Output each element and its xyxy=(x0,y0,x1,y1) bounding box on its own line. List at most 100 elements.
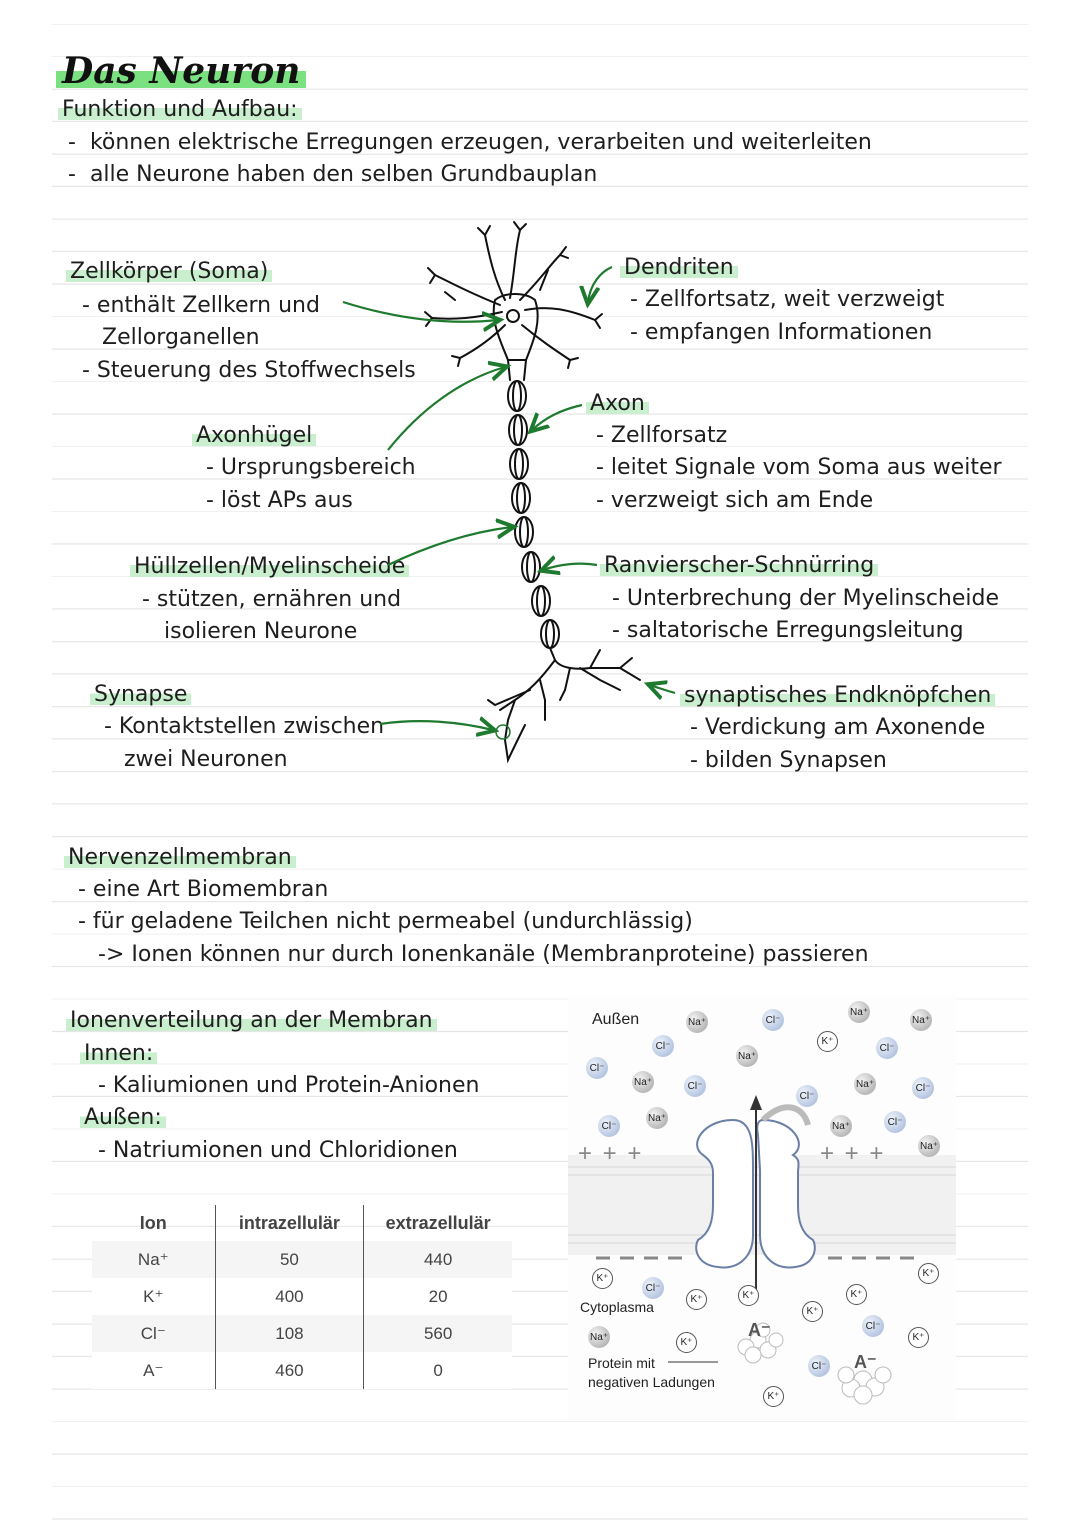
axonhuegel-heading: Axonhügel xyxy=(192,421,317,451)
label-arrows xyxy=(342,265,676,730)
axon-heading: Axon xyxy=(586,389,649,419)
synapse-heading: Synapse xyxy=(90,680,192,710)
table-cell: 560 xyxy=(363,1315,512,1352)
table-cell: Na⁺ xyxy=(137,1249,169,1269)
table-cell: 440 xyxy=(363,1241,512,1278)
aussen-item: - Natriumionen und Chloridionen xyxy=(98,1138,458,1163)
chloride-ion-icon: Cl⁻ xyxy=(586,1057,608,1079)
funktion-bullet-2: - alle Neurone haben den selben Grundbau… xyxy=(68,162,598,187)
sodium-ion-icon: Na⁺ xyxy=(918,1135,940,1157)
chloride-ion-icon: Cl⁻ xyxy=(876,1037,898,1059)
potassium-ion-icon: K⁺ xyxy=(686,1289,707,1310)
membrane-drawing xyxy=(568,1095,956,1405)
funktion-heading: Funktion und Aufbau: xyxy=(58,95,302,125)
table-cell: A⁻ xyxy=(143,1360,164,1380)
table-cell: K⁺ xyxy=(143,1286,164,1306)
membran-line-3: -> Ionen können nur durch Ionenkanäle (M… xyxy=(98,942,869,967)
dendriten-line-2: - empfangen Informationen xyxy=(630,320,933,345)
plus-signs-right: + + + xyxy=(820,1140,886,1167)
funktion-bullet-1: - können elektrische Erregungen erzeugen… xyxy=(68,130,872,155)
innen-label: Innen: xyxy=(80,1039,158,1069)
sodium-ion-icon: Na⁺ xyxy=(848,1001,870,1023)
sodium-ion-icon: Na⁺ xyxy=(632,1071,654,1093)
table-cell: 0 xyxy=(363,1352,512,1389)
potassium-ion-icon: K⁺ xyxy=(592,1268,613,1289)
zellkoerper-line-3: - Steuerung des Stoffwechsels xyxy=(82,358,416,383)
table-cell: 50 xyxy=(214,1241,364,1278)
synapse-line-2: zwei Neuronen xyxy=(124,747,288,772)
sodium-ion-icon: Na⁺ xyxy=(736,1045,758,1067)
sodium-ion-icon: Na⁺ xyxy=(830,1115,852,1137)
sodium-ion-icon: Na⁺ xyxy=(646,1107,668,1129)
ranvier-line-2: - saltatorische Erregungsleitung xyxy=(612,618,964,643)
plus-signs-left: + + + xyxy=(578,1140,644,1167)
table-header: intrazellulär xyxy=(214,1205,364,1241)
huellzellen-heading: Hüllzellen/Myelinscheide xyxy=(130,552,410,582)
axonhuegel-line-2: - löst APs aus xyxy=(206,488,353,513)
outside-label: Außen xyxy=(592,1011,640,1028)
zellkoerper-line-2: Zellorganellen xyxy=(102,325,260,350)
zellkoerper-line-1: - enthält Zellkern und xyxy=(82,293,320,318)
sodium-ion-icon: Na⁺ xyxy=(686,1011,708,1033)
axon-line-3: - verzweigt sich am Ende xyxy=(596,488,874,513)
zellkoerper-heading: Zellkörper (Soma) xyxy=(66,257,273,287)
innen-item: - Kaliumionen und Protein-Anionen xyxy=(98,1073,480,1098)
ionen-heading: Ionenverteilung an der Membran xyxy=(66,1006,437,1036)
protein-label-1: Protein mit xyxy=(588,1355,655,1371)
membran-heading: Nervenzellmembran xyxy=(64,843,296,873)
membrane-figure: Außen + + + + + + Cytoplasma Protein mit… xyxy=(568,995,956,1420)
endknoepfchen-line-2: - bilden Synapsen xyxy=(690,748,887,773)
dendriten-heading: Dendriten xyxy=(620,253,738,283)
chloride-ion-icon: Cl⁻ xyxy=(598,1115,620,1137)
table-row: K⁺ 400 20 xyxy=(92,1278,512,1315)
potassium-ion-icon: K⁺ xyxy=(908,1327,929,1348)
chloride-ion-icon: Cl⁻ xyxy=(808,1355,830,1377)
axon-line-2: - leitet Signale vom Soma aus weiter xyxy=(596,455,1002,480)
table-row: Na⁺ 50 440 xyxy=(92,1241,512,1278)
potassium-ion-icon: K⁺ xyxy=(738,1285,759,1306)
dendriten-line-1: - Zellfortsatz, weit verzweigt xyxy=(630,287,945,312)
axonhuegel-line-1: - Ursprungsbereich xyxy=(206,455,416,480)
chloride-ion-icon: Cl⁻ xyxy=(642,1277,664,1299)
table-row: Cl⁻ 108 560 xyxy=(92,1315,512,1352)
table-cell: Cl⁻ xyxy=(140,1323,166,1343)
sodium-ion-icon: Na⁺ xyxy=(910,1009,932,1031)
sodium-ion-icon: Na⁺ xyxy=(854,1073,876,1095)
ranvier-heading: Ranvierscher-Schnürring xyxy=(600,551,879,581)
neuron-drawing xyxy=(424,221,641,764)
synapse-marker xyxy=(495,724,511,740)
synapse-line-1: - Kontaktstellen zwischen xyxy=(104,714,385,739)
table-header: extrazellulär xyxy=(363,1205,512,1241)
potassium-ion-icon: K⁺ xyxy=(676,1332,697,1353)
chloride-ion-icon: Cl⁻ xyxy=(684,1075,706,1097)
table-cell: 400 xyxy=(214,1278,364,1315)
chloride-ion-icon: Cl⁻ xyxy=(884,1111,906,1133)
protein-label-2: negativen Ladungen xyxy=(588,1374,715,1390)
potassium-ion-icon: K⁺ xyxy=(918,1263,939,1284)
table-cell: 20 xyxy=(363,1278,512,1315)
table-header: Ion xyxy=(139,1212,167,1233)
aussen-label: Außen: xyxy=(80,1103,166,1133)
table-cell: 108 xyxy=(214,1315,364,1352)
axon-line-1: - Zellforsatz xyxy=(596,423,728,448)
cytoplasma-label: Cytoplasma xyxy=(580,1299,654,1315)
potassium-ion-icon: K⁺ xyxy=(846,1284,867,1305)
huellzellen-line-2: isolieren Neurone xyxy=(164,619,358,644)
membran-line-2: - für geladene Teilchen nicht permeabel … xyxy=(78,909,693,934)
potassium-ion-icon: K⁺ xyxy=(763,1386,784,1407)
ion-concentration-table: Ion intrazellulär extrazellulär Na⁺ 50 4… xyxy=(92,1205,512,1389)
chloride-ion-icon: Cl⁻ xyxy=(796,1085,818,1107)
neuron-diagram xyxy=(342,221,676,764)
sodium-ion-icon: Na⁺ xyxy=(588,1326,610,1348)
page-title: Das Neuron xyxy=(56,50,307,92)
chloride-ion-icon: Cl⁻ xyxy=(912,1077,934,1099)
ranvier-line-1: - Unterbrechung der Myelinscheide xyxy=(612,586,1000,611)
endknoepfchen-line-1: - Verdickung am Axonende xyxy=(690,715,986,740)
chloride-ion-icon: Cl⁻ xyxy=(762,1009,784,1031)
myelin-sheaths xyxy=(507,380,560,649)
huellzellen-line-1: - stützen, ernähren und xyxy=(142,587,402,612)
membran-line-1: - eine Art Biomembran xyxy=(78,877,329,902)
chloride-ion-icon: Cl⁻ xyxy=(862,1315,884,1337)
potassium-ion-icon: K⁺ xyxy=(817,1031,838,1052)
table-row: A⁻ 460 0 xyxy=(92,1352,512,1389)
